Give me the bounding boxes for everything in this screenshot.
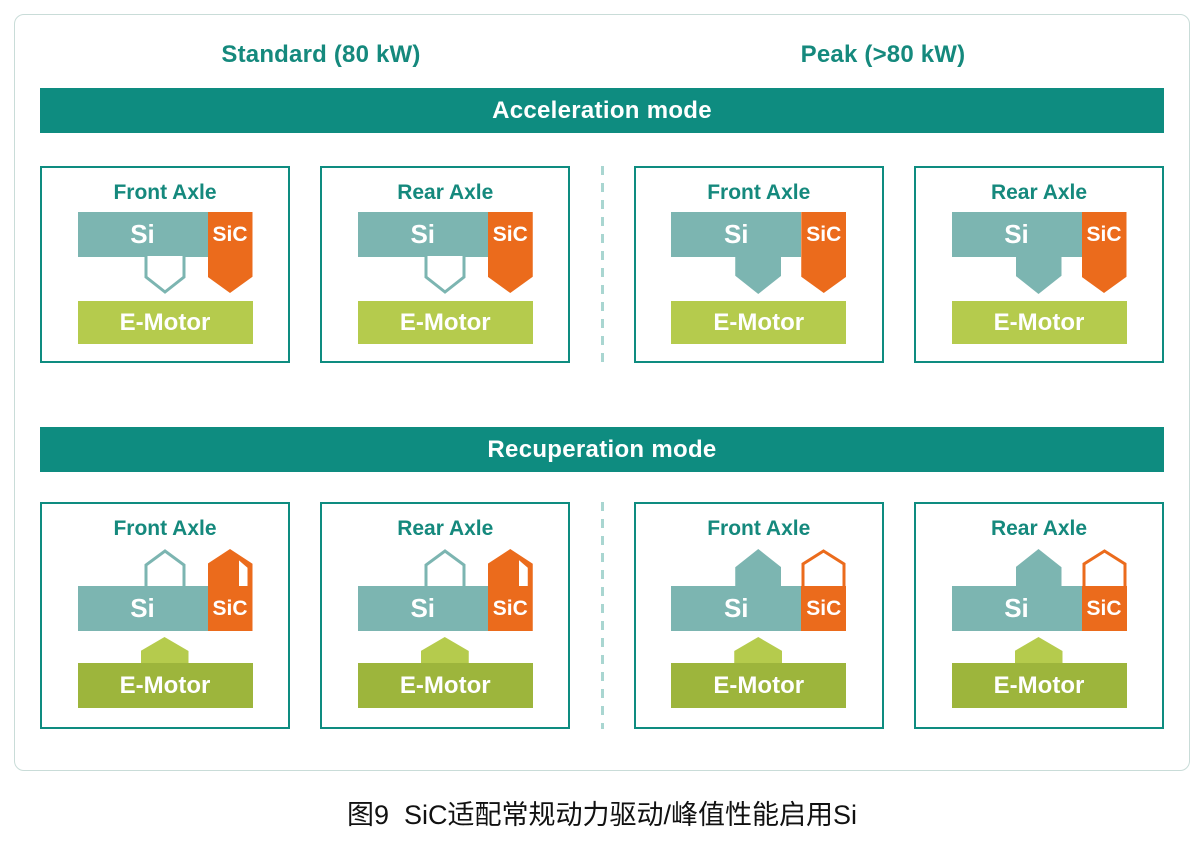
e-motor-label: E-Motor bbox=[713, 309, 805, 336]
sic-notch bbox=[238, 560, 248, 586]
axle-title: Rear Axle bbox=[990, 517, 1088, 540]
si-arrow-up-solid bbox=[1015, 549, 1062, 587]
sic-arrow-down-solid: SiC bbox=[207, 212, 253, 293]
acceleration-mode-banner: Acceleration mode bbox=[40, 88, 1164, 133]
power-flow-diagram: Si SiC E-Motor bbox=[357, 549, 533, 708]
si-arrow-down-solid bbox=[735, 256, 782, 294]
column-header-standard: Standard (80 kW) bbox=[221, 41, 421, 68]
axle-title: Front Axle bbox=[113, 517, 217, 540]
e-motor-arrow-up bbox=[734, 637, 783, 664]
sic-label: SiC bbox=[492, 597, 528, 620]
e-motor-bar: E-Motor bbox=[77, 663, 253, 708]
e-motor-label: E-Motor bbox=[399, 309, 491, 336]
si-label: Si bbox=[410, 219, 436, 249]
sic-arrow-up-hollow-icon bbox=[801, 549, 846, 587]
axle-box-accel-peak-front: Front Axle Si SiC E-Motor bbox=[633, 166, 884, 363]
si-label: Si bbox=[130, 219, 155, 249]
e-motor-label: E-Motor bbox=[119, 309, 211, 336]
power-flow-diagram: Si SiC E-Motor bbox=[951, 212, 1127, 344]
axle-box-recup-peak-front: Front Axle Si SiC E-Motor bbox=[633, 502, 884, 729]
axle-title: Rear Axle bbox=[990, 181, 1088, 204]
e-motor-bar: E-Motor bbox=[951, 301, 1127, 344]
si-chip-bar: Si bbox=[671, 586, 802, 631]
sic-label: SiC bbox=[492, 223, 528, 246]
sic-arrow-down-solid: SiC bbox=[1081, 212, 1127, 293]
si-arrow-up-hollow-icon bbox=[424, 549, 466, 587]
e-motor-bar: E-Motor bbox=[357, 301, 533, 344]
sic-arrow-up-hollow-icon bbox=[1082, 549, 1126, 587]
axle-box-recup-standard-rear: Rear Axle Si SiC E-Motor bbox=[320, 502, 571, 729]
e-motor-label: E-Motor bbox=[993, 309, 1085, 336]
sic-arrow-up-solid: SiC bbox=[487, 549, 533, 631]
e-motor-label: E-Motor bbox=[119, 672, 211, 699]
sic-label: SiC bbox=[212, 597, 248, 620]
si-arrow-down-solid bbox=[1015, 256, 1062, 294]
axle-title: Rear Axle bbox=[397, 181, 494, 204]
e-motor-arrow-up bbox=[420, 637, 469, 664]
sic-chip-bar: SiC bbox=[801, 586, 847, 631]
sic-arrow-up-solid: SiC bbox=[207, 549, 253, 631]
si-chip-bar: Si bbox=[951, 212, 1082, 257]
standard-peak-divider bbox=[600, 166, 604, 363]
si-label: Si bbox=[130, 593, 155, 623]
recuperation-row: Front Axle Si SiC E-Motor Rear Axle Si S… bbox=[40, 502, 1164, 729]
e-motor-bar: E-Motor bbox=[77, 301, 253, 344]
sic-notch bbox=[518, 560, 528, 586]
sic-label: SiC bbox=[212, 223, 248, 246]
power-flow-diagram: Si SiC E-Motor bbox=[77, 549, 253, 708]
figure-caption: 图9 SiC适配常规动力驱动/峰值性能启用Si bbox=[346, 800, 858, 830]
si-arrow-down-hollow-icon bbox=[424, 256, 466, 294]
si-arrow-up-solid bbox=[735, 549, 782, 587]
sic-chip-bar: SiC bbox=[1081, 586, 1127, 631]
sic-arrow-down-solid: SiC bbox=[801, 212, 847, 293]
si-label: Si bbox=[723, 593, 749, 623]
power-flow-diagram: Si SiC E-Motor bbox=[951, 549, 1127, 708]
axle-title: Front Axle bbox=[707, 181, 811, 204]
si-arrow-down-hollow-icon bbox=[144, 256, 185, 294]
axle-title: Rear Axle bbox=[397, 517, 494, 540]
si-chip-bar: Si bbox=[671, 212, 802, 257]
acceleration-row: Front Axle Si SiC E-Motor Rear Axle Si S… bbox=[40, 166, 1164, 363]
axle-box-recup-peak-rear: Rear Axle Si SiC E-Motor bbox=[914, 502, 1164, 729]
axle-box-recup-standard-front: Front Axle Si SiC E-Motor bbox=[40, 502, 290, 729]
axle-title: Front Axle bbox=[113, 181, 217, 204]
column-header-peak: Peak (>80 kW) bbox=[800, 41, 966, 68]
e-motor-bar: E-Motor bbox=[951, 663, 1127, 708]
axle-box-accel-standard-rear: Rear Axle Si SiC E-Motor bbox=[320, 166, 571, 363]
si-label: Si bbox=[723, 219, 749, 249]
e-motor-arrow-up bbox=[1014, 637, 1063, 664]
e-motor-bar: E-Motor bbox=[671, 301, 847, 344]
sic-label: SiC bbox=[806, 223, 842, 246]
si-label: Si bbox=[1004, 219, 1029, 249]
si-chip-bar: Si bbox=[77, 586, 208, 631]
e-motor-label: E-Motor bbox=[713, 672, 805, 699]
diagram-frame: Standard (80 kW) Peak (>80 kW) Accelerat… bbox=[14, 14, 1190, 771]
si-arrow-up-hollow-icon bbox=[144, 549, 185, 587]
si-label: Si bbox=[410, 593, 436, 623]
e-motor-bar: E-Motor bbox=[357, 663, 533, 708]
e-motor-arrow-up bbox=[140, 637, 189, 664]
power-flow-diagram: Si SiC E-Motor bbox=[671, 549, 847, 708]
si-chip-bar: Si bbox=[357, 586, 488, 631]
si-chip-bar: Si bbox=[77, 212, 208, 257]
axle-box-accel-peak-rear: Rear Axle Si SiC E-Motor bbox=[914, 166, 1164, 363]
e-motor-bar: E-Motor bbox=[671, 663, 847, 708]
standard-peak-divider bbox=[600, 502, 604, 729]
sic-label: SiC bbox=[1086, 223, 1122, 246]
recuperation-mode-banner: Recuperation mode bbox=[40, 427, 1164, 472]
axle-box-accel-standard-front: Front Axle Si SiC E-Motor bbox=[40, 166, 290, 363]
sic-arrow-down-solid: SiC bbox=[487, 212, 533, 293]
power-flow-diagram: Si SiC E-Motor bbox=[77, 212, 253, 344]
e-motor-label: E-Motor bbox=[993, 672, 1085, 699]
column-headers: Standard (80 kW) Peak (>80 kW) bbox=[40, 41, 1164, 69]
power-flow-diagram: Si SiC E-Motor bbox=[357, 212, 533, 344]
si-chip-bar: Si bbox=[951, 586, 1082, 631]
sic-label: SiC bbox=[1086, 597, 1122, 620]
si-chip-bar: Si bbox=[357, 212, 488, 257]
si-label: Si bbox=[1004, 593, 1029, 623]
e-motor-label: E-Motor bbox=[399, 672, 491, 699]
sic-label: SiC bbox=[806, 597, 842, 620]
axle-title: Front Axle bbox=[707, 517, 811, 540]
power-flow-diagram: Si SiC E-Motor bbox=[671, 212, 847, 344]
